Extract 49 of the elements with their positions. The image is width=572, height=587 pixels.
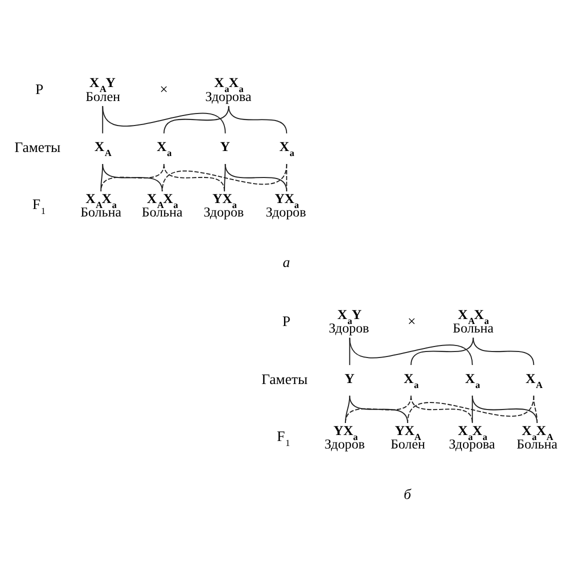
node-text: YX$_{a}$ Здоров: [266, 191, 306, 220]
node-text: X$_{a}$: [404, 370, 419, 391]
node-text: X$_{a}$: [279, 139, 294, 160]
connector: [349, 338, 473, 366]
connector: [472, 396, 538, 424]
connector: [224, 164, 226, 192]
label: ×: [408, 314, 416, 330]
connector: [224, 164, 288, 192]
node-text: X$_{A}$Y Болен: [86, 75, 120, 104]
node-text: X$_{A}$: [526, 370, 543, 391]
label: F$_{1}$: [276, 428, 290, 449]
label: F$_{1}$: [32, 197, 46, 218]
node-text: Y: [344, 370, 354, 386]
connector: [410, 338, 474, 366]
label: Гаметы: [14, 140, 61, 156]
connector: [102, 106, 104, 134]
connector: [410, 396, 473, 424]
label: ×: [160, 82, 168, 98]
label: P: [282, 314, 290, 330]
node-text: YX$_{a}$ Здоров: [324, 422, 365, 452]
connector: [533, 396, 538, 423]
node-text: X$_{a}$X$_{a}$ Здорова: [448, 422, 496, 452]
label: P: [35, 82, 44, 98]
label: а: [282, 255, 290, 272]
node-text: X$_{a}$X$_{a}$ Здорова: [205, 75, 252, 104]
node-text: X$_{a}$X$_{A}$ Больна: [516, 422, 558, 452]
connector: [286, 164, 288, 192]
connector: [472, 396, 473, 423]
node-text: YX$_{A}$ Болен: [390, 422, 426, 452]
label: Гаметы: [262, 372, 308, 388]
node-text: X$_{a}$Y Здоров: [328, 306, 370, 336]
connector: [407, 396, 534, 424]
connector: [228, 106, 288, 134]
node-text: YX$_{a}$ Здоров: [204, 191, 244, 220]
connector: [102, 106, 226, 134]
node-text: X$_{A}$: [94, 139, 112, 160]
node-text: X$_{a}$: [156, 139, 172, 160]
node-text: X$_{A}$X$_{a}$ Больна: [80, 191, 122, 220]
connector: [472, 338, 534, 366]
connector: [100, 164, 104, 192]
node-text: X$_{A}$X$_{a}$ Больна: [452, 306, 494, 336]
connector: [162, 164, 288, 192]
node-text: Y: [220, 139, 230, 154]
connector: [163, 106, 230, 134]
connector: [349, 338, 350, 366]
node-text: X$_{a}$: [465, 370, 480, 391]
label: б: [404, 486, 412, 503]
node-text: X$_{A}$X$_{a}$ Больна: [142, 191, 183, 220]
connector: [163, 164, 225, 192]
